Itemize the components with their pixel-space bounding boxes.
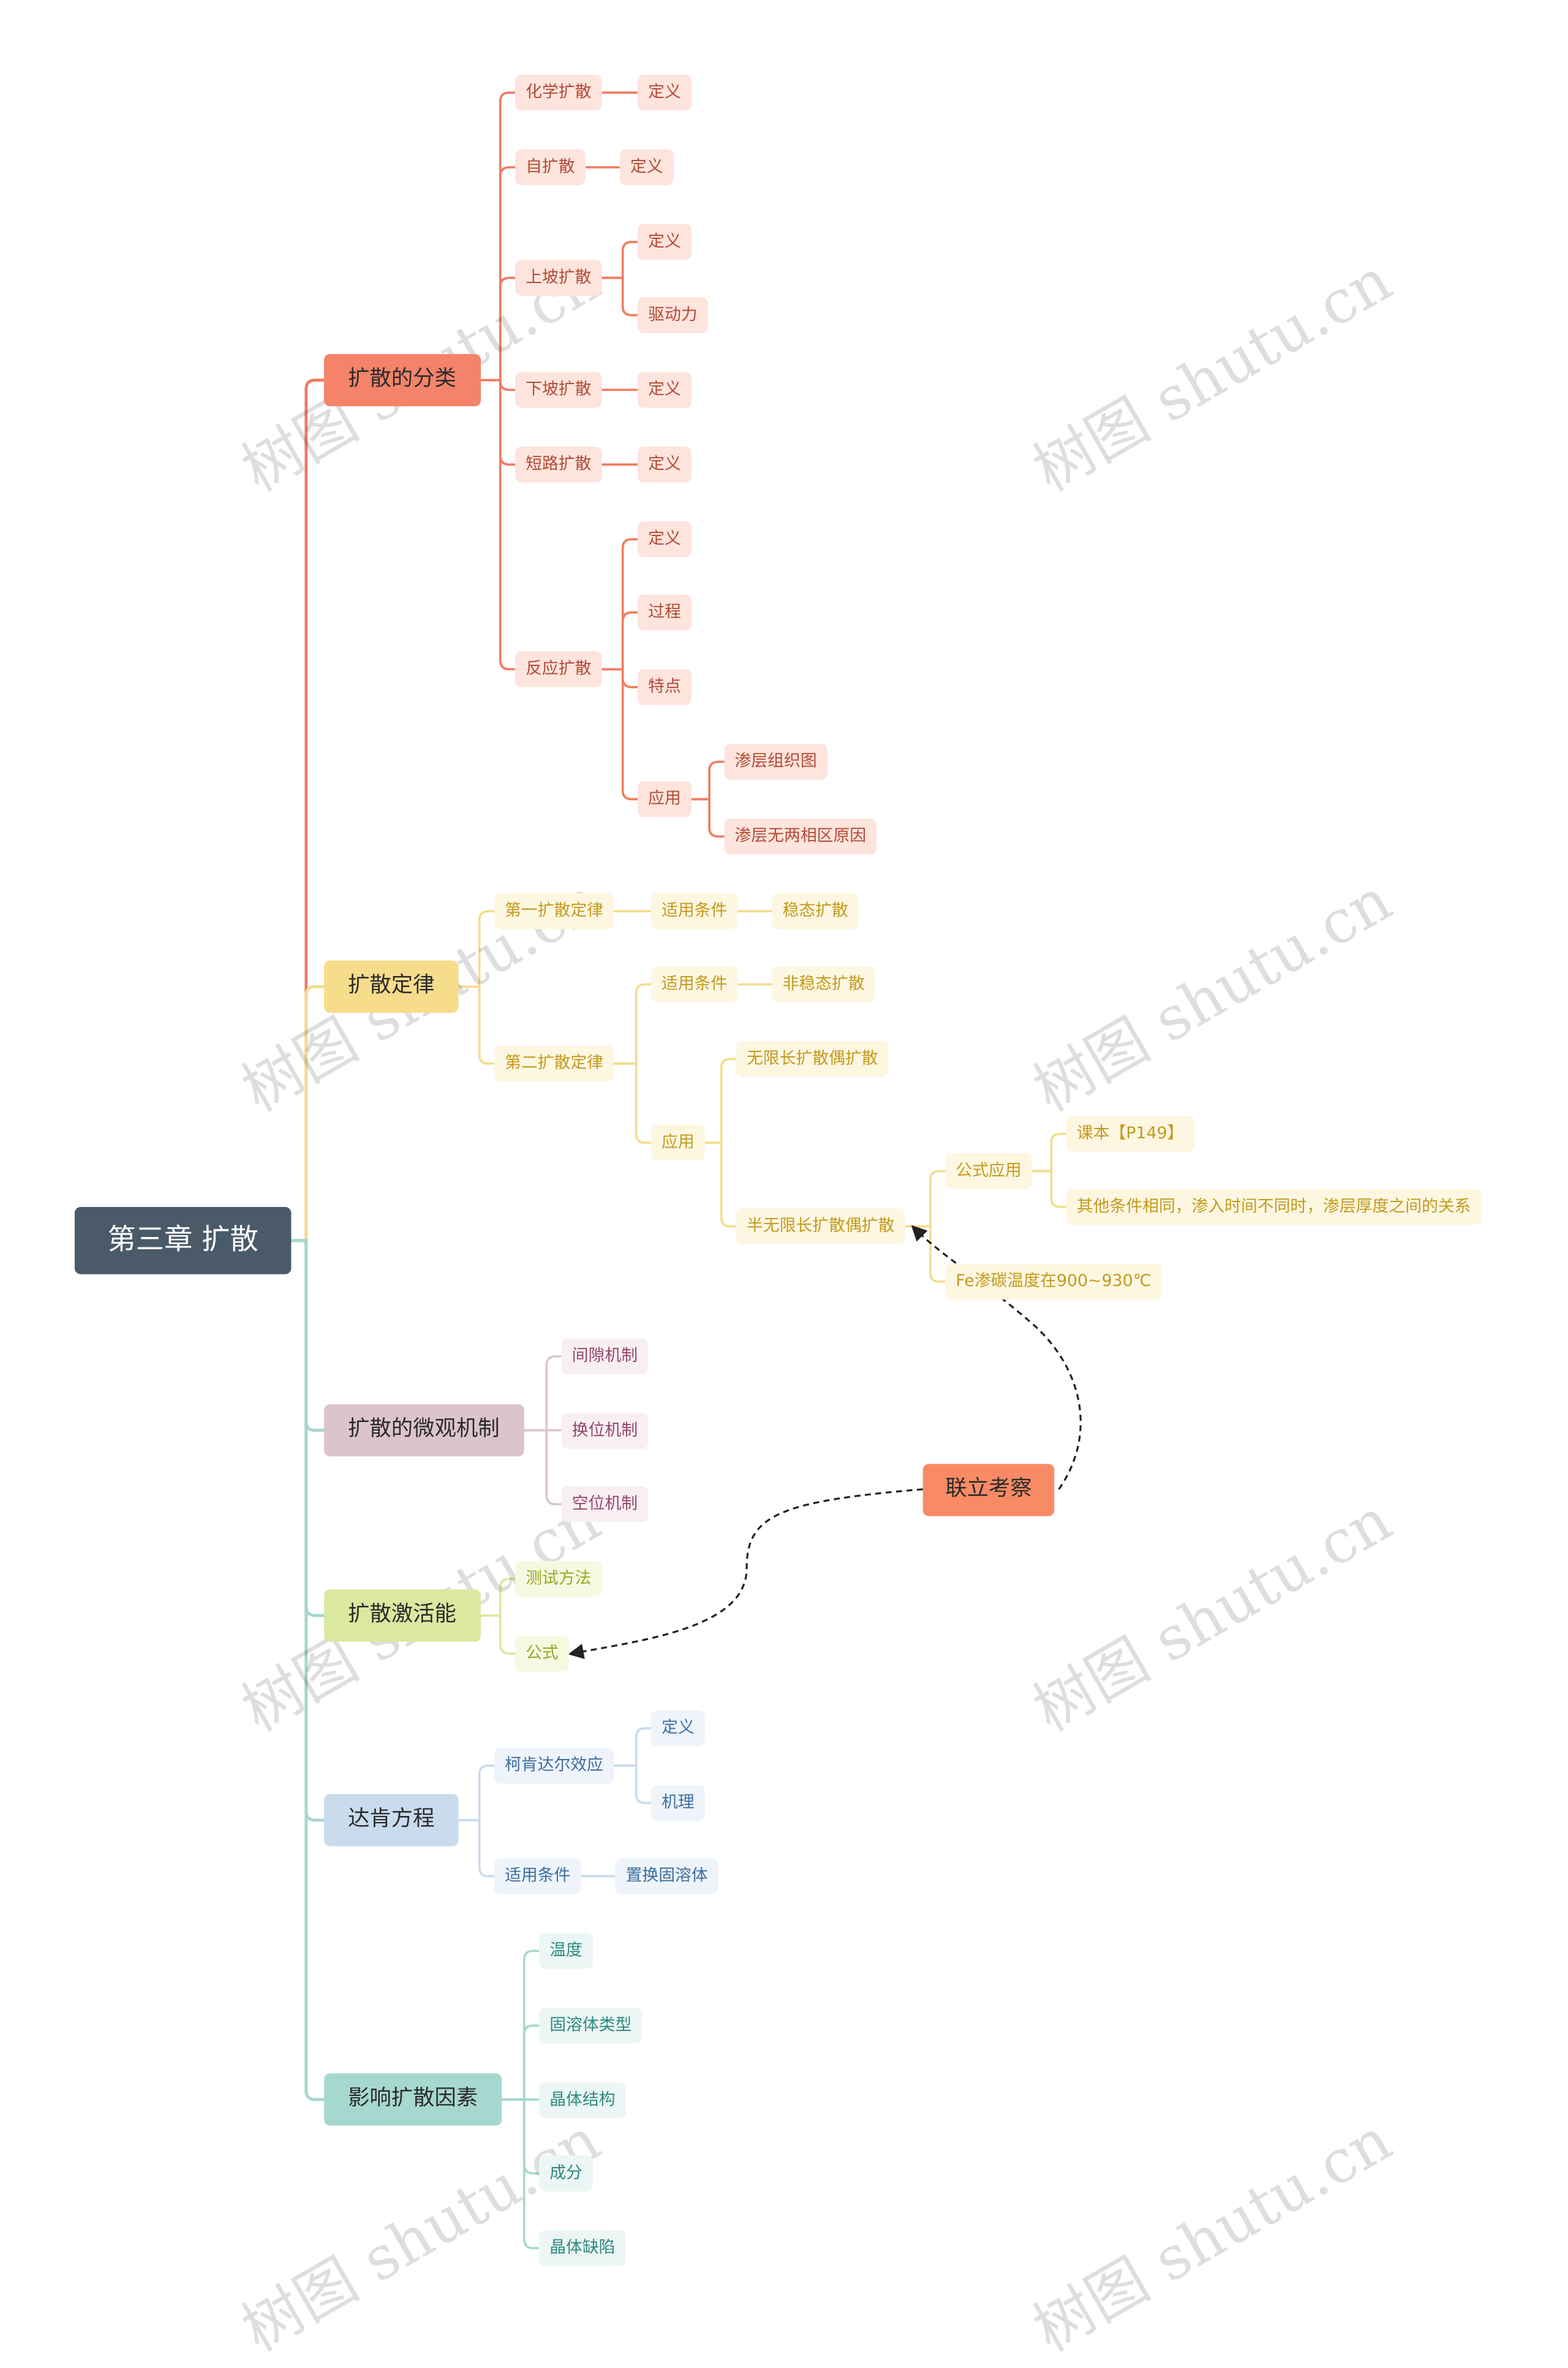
connector-line: [905, 1225, 946, 1283]
connector-line: [691, 760, 725, 801]
node-solution-type[interactable]: 固溶体类型: [539, 2007, 643, 2044]
node-mechanism[interactable]: 机理: [651, 1785, 705, 1821]
connector-line: [1031, 1170, 1066, 1208]
topic-influencing-factors[interactable]: 影响扩散因素: [324, 2073, 502, 2126]
node-infinite-couple[interactable]: 无限长扩散偶扩散: [736, 1041, 889, 1077]
node-definition[interactable]: 定义: [619, 149, 674, 186]
topic-darken-equation[interactable]: 达肯方程: [324, 1794, 459, 1847]
node-thickness-relation[interactable]: 其他条件相同，渗入时间不同时，渗层厚度之间的关系: [1066, 1189, 1482, 1225]
node-exchange[interactable]: 换位机制: [561, 1413, 649, 1449]
node-short-circuit-diffusion[interactable]: 短路扩散: [515, 446, 602, 483]
connector-line: [291, 985, 325, 1243]
node-formula[interactable]: 公式: [515, 1635, 569, 1672]
connector-line: [601, 668, 638, 689]
node-definition[interactable]: 定义: [638, 521, 692, 558]
connector-line: [614, 1727, 652, 1767]
topic-diffusion-laws[interactable]: 扩散定律: [324, 960, 459, 1013]
connector-line: [704, 1141, 736, 1228]
connector-line: [458, 1818, 495, 1878]
topic-micro-mechanism[interactable]: 扩散的微观机制: [324, 1404, 524, 1457]
floating-topic-joint-exam[interactable]: 联立考察: [922, 1464, 1055, 1516]
node-unsteady-diffusion[interactable]: 非稳态扩散: [772, 966, 875, 1002]
relation-line-formula: [568, 1488, 923, 1659]
node-application[interactable]: 应用: [638, 781, 692, 817]
connector-line: [691, 798, 725, 838]
connector-line: [291, 1239, 325, 2101]
connector-line: [601, 276, 638, 317]
node-semi-infinite-couple[interactable]: 半无限长扩散偶扩散: [736, 1208, 905, 1244]
node-downhill-diffusion[interactable]: 下坡扩散: [515, 372, 602, 408]
connector-line: [291, 379, 325, 1243]
connector-line: [601, 241, 638, 279]
connector-line: [458, 910, 495, 988]
relation-line-semi-infinite: [911, 1225, 1082, 1490]
node-textbook-ref[interactable]: 课本【P149】: [1066, 1116, 1194, 1152]
node-definition[interactable]: 定义: [638, 446, 692, 483]
connector-line: [481, 166, 516, 382]
node-steady-diffusion[interactable]: 稳态扩散: [772, 893, 859, 929]
connector-line: [481, 379, 516, 671]
node-definition[interactable]: 定义: [651, 1710, 705, 1747]
node-vacancy[interactable]: 空位机制: [561, 1486, 649, 1523]
node-application[interactable]: 应用: [651, 1124, 705, 1161]
connector-line: [458, 1765, 495, 1821]
node-uphill-diffusion[interactable]: 上坡扩散: [515, 260, 602, 296]
node-fe-carburizing-temp[interactable]: Fe渗碳温度在900~930℃: [945, 1263, 1162, 1300]
node-composition[interactable]: 成分: [539, 2155, 593, 2192]
connector-line: [601, 538, 638, 671]
connector-line: [502, 2098, 540, 2175]
connector-line: [614, 1062, 652, 1144]
connector-line: [291, 1239, 325, 1822]
node-feature[interactable]: 特点: [638, 669, 692, 705]
root-topic[interactable]: 第三章 扩散: [74, 1206, 292, 1274]
node-interstitial[interactable]: 间隙机制: [561, 1338, 649, 1375]
topic-activation-energy[interactable]: 扩散激活能: [324, 1589, 480, 1642]
connector-line: [481, 276, 516, 382]
connector-line: [481, 1614, 516, 1655]
connector-line: [614, 983, 652, 1065]
connector-line: [481, 379, 516, 392]
node-second-law[interactable]: 第二扩散定律: [494, 1045, 614, 1082]
connector-line: [524, 1355, 562, 1432]
connector-line: [458, 985, 495, 1065]
node-temperature[interactable]: 温度: [539, 1932, 593, 1969]
connector-line: [291, 1239, 325, 1432]
node-no-two-phase-reason[interactable]: 渗层无两相区原因: [724, 819, 877, 855]
connector-line: [905, 1170, 946, 1228]
connector-line: [481, 91, 516, 382]
node-chemical-diffusion[interactable]: 化学扩散: [515, 74, 602, 111]
node-self-diffusion[interactable]: 自扩散: [515, 149, 586, 186]
connector-line: [524, 1429, 562, 1505]
node-reaction-diffusion[interactable]: 反应扩散: [515, 651, 602, 687]
node-crystal-defect[interactable]: 晶体缺陷: [539, 2230, 626, 2266]
connector-line: [601, 668, 638, 801]
topic-classification[interactable]: 扩散的分类: [324, 354, 480, 407]
connector-line: [601, 611, 638, 671]
node-driving-force[interactable]: 驱动力: [638, 297, 708, 333]
node-definition[interactable]: 定义: [638, 372, 692, 408]
node-kirkendall-effect[interactable]: 柯肯达尔效应: [494, 1747, 614, 1784]
connector-line: [614, 1765, 652, 1804]
node-conditions[interactable]: 适用条件: [494, 1858, 581, 1894]
node-definition[interactable]: 定义: [638, 224, 692, 260]
connector-line: [704, 1057, 736, 1144]
node-definition[interactable]: 定义: [638, 74, 692, 111]
connector-line: [481, 379, 516, 466]
connector-line: [502, 2098, 540, 2250]
node-conditions[interactable]: 适用条件: [651, 966, 738, 1002]
connector-line: [481, 1578, 516, 1617]
node-formula-application[interactable]: 公式应用: [945, 1153, 1032, 1189]
node-substitutional-solution[interactable]: 置换固溶体: [615, 1858, 718, 1894]
node-process[interactable]: 过程: [638, 594, 692, 630]
node-crystal-structure[interactable]: 晶体结构: [539, 2082, 626, 2119]
connector-line: [502, 2024, 540, 2101]
connector-line: [1031, 1132, 1066, 1173]
connector-line: [502, 1950, 540, 2101]
node-conditions[interactable]: 适用条件: [651, 893, 738, 929]
node-first-law[interactable]: 第一扩散定律: [494, 893, 614, 929]
node-test-method[interactable]: 测试方法: [515, 1560, 602, 1597]
node-layer-structure[interactable]: 渗层组织图: [724, 744, 827, 780]
